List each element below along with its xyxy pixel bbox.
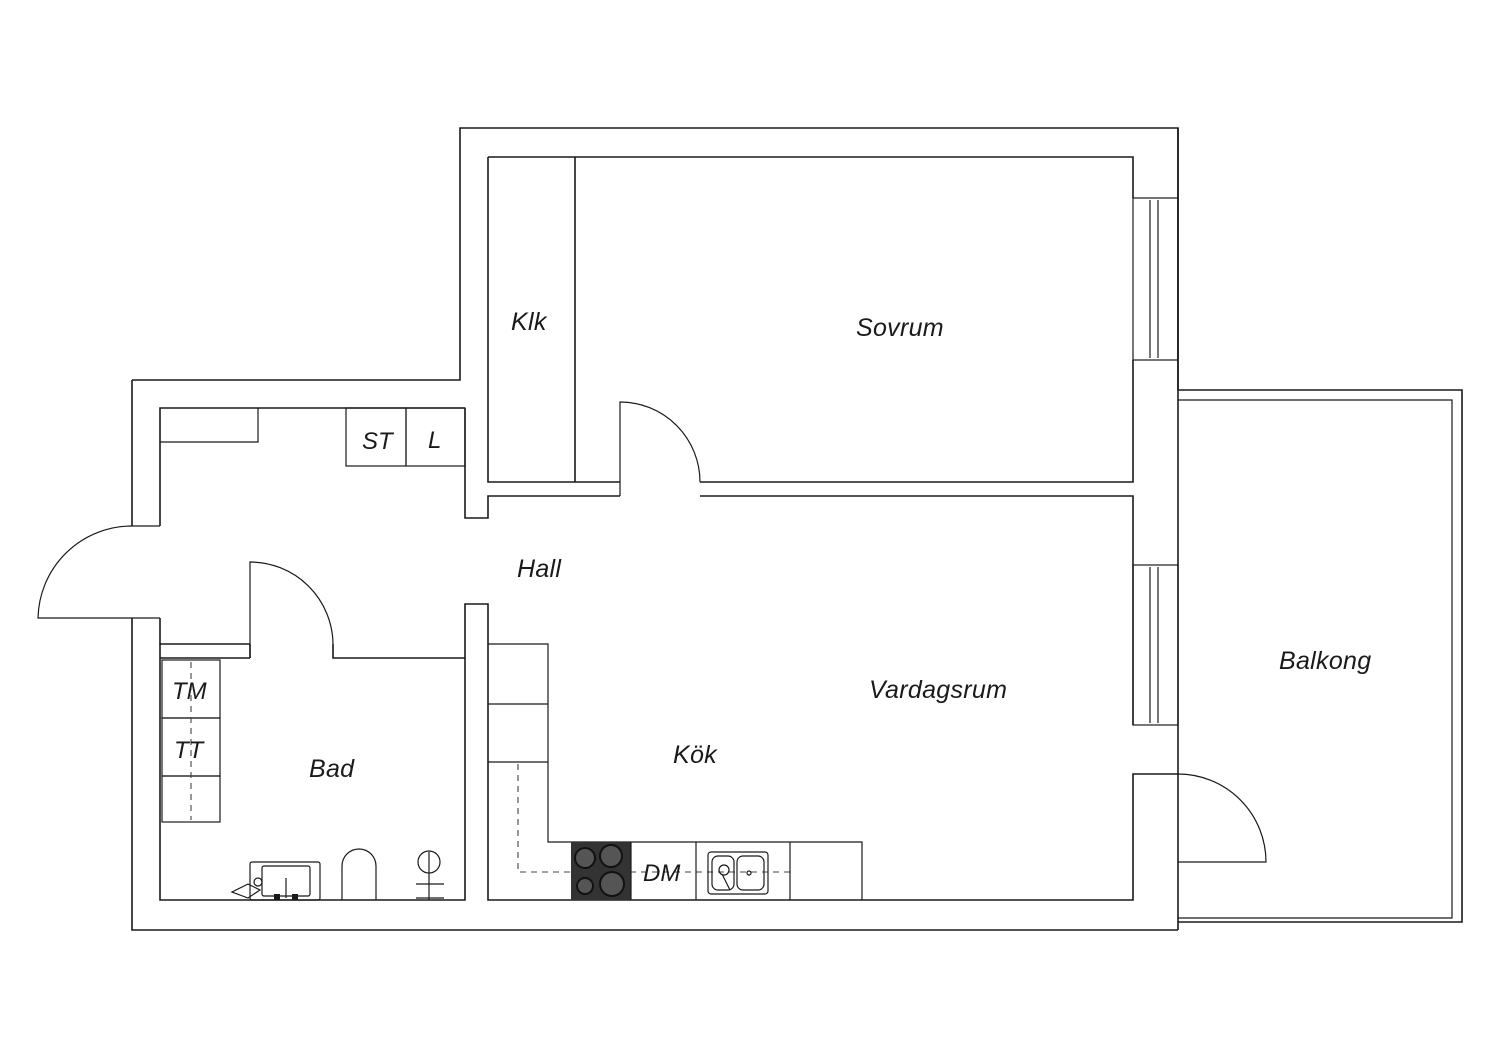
fixture-label-tt: TT [174,737,206,764]
room-label-hall: Hall [517,555,562,583]
fixture-label-dm: DM [643,860,680,887]
fixture-label-tm: TM [172,678,207,705]
kitchen-fittings [488,643,863,900]
room-label-sovrum: Sovrum [856,314,944,342]
outer-walls [131,127,1179,931]
bedroom-walls [464,156,1179,565]
hall-walls [37,407,570,901]
room-label-bad: Bad [309,755,355,783]
living-walls [570,564,1267,901]
room-label-vardagsrum: Vardagsrum [869,676,1007,704]
fixture-label-st: ST [362,428,395,455]
fixture-label-l: L [428,427,441,454]
bathroom-walls [159,644,466,901]
room-label-klk: Klk [511,308,548,336]
room-label-balkong: Balkong [1279,647,1371,675]
room-label-kok: Kök [673,741,718,769]
balcony [1178,389,1463,923]
